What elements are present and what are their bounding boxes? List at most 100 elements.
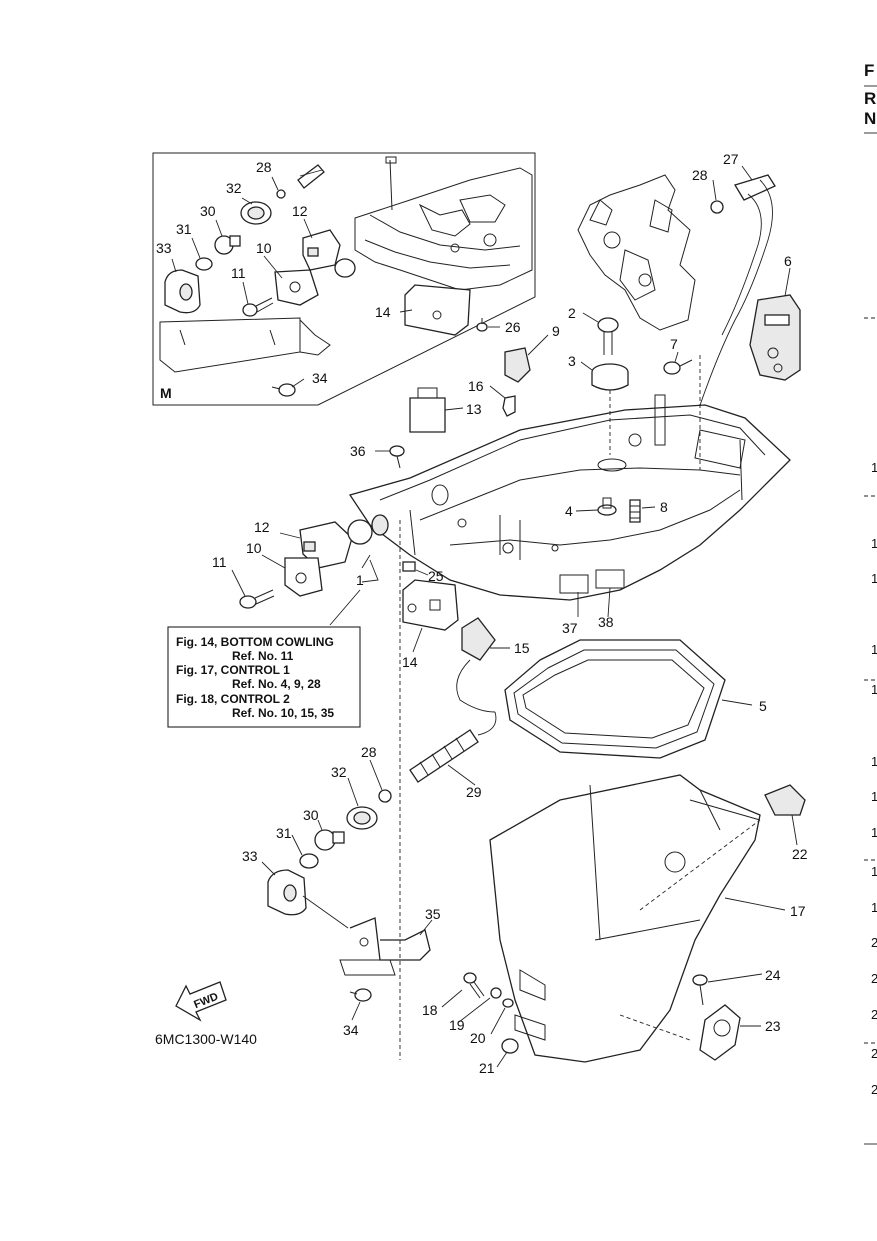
callout-35: 35: [425, 906, 441, 922]
edge-digit-14: 2: [871, 1082, 877, 1097]
edge-letter-1: R: [864, 89, 876, 108]
edge-digit-1: 1: [871, 536, 877, 551]
callout-2: 2: [568, 305, 576, 321]
callout-30: 30: [303, 807, 319, 823]
callout-9: 9: [552, 323, 560, 339]
bracket-12-main: [299, 514, 389, 569]
callout-10: 10: [246, 540, 262, 556]
connector-15: [456, 617, 496, 713]
clip-28-lower: [378, 789, 392, 803]
inset-callout-31: 31: [176, 221, 192, 237]
callout-27: 27: [723, 151, 739, 167]
grommet-3: [591, 363, 629, 391]
clip-31-lower: [299, 853, 319, 869]
callout-32: 32: [331, 764, 347, 780]
bracket-6: [749, 294, 801, 381]
ref-line-6: Ref. No. 10, 15, 35: [232, 706, 334, 720]
edge-digit-13: 2: [871, 1046, 877, 1061]
spring-8: [629, 499, 641, 523]
callout-4: 4: [565, 503, 573, 519]
inset-callout-26: 26: [505, 319, 521, 335]
edge-digit-11: 2: [871, 971, 877, 986]
edge-digit-4: 1: [871, 682, 877, 697]
inset-callouts: 28 32 30 12 31 33 10 11 14 26 34: [156, 159, 521, 386]
ref-line-4: Ref. No. 4, 9, 28: [232, 677, 321, 691]
callout-29: 29: [466, 784, 482, 800]
label-25: [402, 561, 416, 572]
edge-digit-12: 2: [871, 1007, 877, 1022]
callout-5: 5: [759, 698, 767, 714]
callout-3: 3: [568, 353, 576, 369]
leader-lines: [231, 165, 798, 1068]
callout-6: 6: [784, 253, 792, 269]
screw-11-main: [239, 589, 275, 609]
callout-23: 23: [765, 1018, 781, 1034]
callout-8: 8: [660, 499, 668, 515]
seal-5: [504, 639, 726, 759]
inset-engine-sketch: [159, 156, 533, 373]
screw-34-lower: [349, 988, 372, 1002]
cable-29: [409, 711, 497, 783]
callout-1: 1: [356, 572, 364, 588]
callout-37: 37: [562, 620, 578, 636]
inset-callout-30: 30: [200, 203, 216, 219]
inset-callout-33: 33: [156, 240, 172, 256]
switch-9: [504, 347, 531, 383]
inset-plate-10: [274, 269, 319, 306]
callout-16: 16: [468, 378, 484, 394]
ref-line-1: Fig. 14, BOTTOM COWLING: [176, 635, 334, 649]
fwd-arrow: FWD: [175, 981, 227, 1022]
callout-33: 33: [242, 848, 258, 864]
washer-20: [502, 998, 514, 1008]
callout-36: 36: [350, 443, 366, 459]
switch-14-main: [402, 579, 459, 631]
inset-grommet-33: [164, 269, 201, 314]
inset-callout-10: 10: [256, 240, 272, 256]
callout-31: 31: [276, 825, 292, 841]
cap-32-lower: [346, 806, 378, 830]
edge-digit-5: 1: [871, 754, 877, 769]
plug-22: [764, 784, 806, 816]
callout-14: 14: [402, 654, 418, 670]
edge-digit-9: 1: [871, 900, 877, 915]
bolt-2: [597, 317, 619, 355]
clip-24: [692, 974, 708, 1006]
callout-25: 25: [428, 568, 444, 584]
ref-line-3: Fig. 17, CONTROL 1: [176, 663, 290, 677]
edge-digit-7: 1: [871, 825, 877, 840]
apron-17: [489, 774, 761, 1063]
ref-line-5: Fig. 18, CONTROL 2: [176, 692, 290, 706]
callout-17: 17: [790, 903, 806, 919]
edge-digit-3: 1: [871, 642, 877, 657]
edge-digit-8: 1: [871, 864, 877, 879]
plug-16: [502, 395, 516, 417]
holder-13: [409, 387, 446, 433]
screw-7: [663, 359, 693, 375]
callout-21: 21: [479, 1060, 495, 1076]
nut-21: [501, 1038, 519, 1054]
plate-10-main: [284, 557, 323, 597]
clip-28-upper: [710, 200, 724, 214]
inset-callout-14: 14: [375, 304, 391, 320]
edge-digit-10: 2: [871, 935, 877, 950]
inset-callout-32: 32: [226, 180, 242, 196]
callout-38: 38: [598, 614, 614, 630]
inset-spring-28: [276, 164, 325, 199]
callout-18: 18: [422, 1002, 438, 1018]
inset-switch-14: [404, 284, 471, 336]
inset-callout-11: 11: [231, 265, 246, 281]
edge-digit-2: 1: [871, 571, 877, 586]
callout-19: 19: [449, 1017, 465, 1033]
reference-box: Fig. 14, BOTTOM COWLING Ref. No. 11 Fig.…: [167, 626, 361, 728]
inset-callout-28: 28: [256, 159, 272, 175]
edge-digit-6: 1: [871, 789, 877, 804]
main-callouts: 27 28 6 2 9 3 7 16 13 36 8 4 12 10 11 1 …: [212, 151, 808, 1076]
inset-bracket-12: [302, 229, 356, 278]
screw-36: [389, 445, 405, 469]
inset-washer-30: [214, 235, 241, 255]
inset-callout-34: 34: [312, 370, 328, 386]
inset-screw-11: [242, 297, 274, 317]
callout-28-lower: 28: [361, 744, 377, 760]
edge-letter-0: F: [864, 61, 874, 80]
callout-28-upper: 28: [692, 167, 708, 183]
